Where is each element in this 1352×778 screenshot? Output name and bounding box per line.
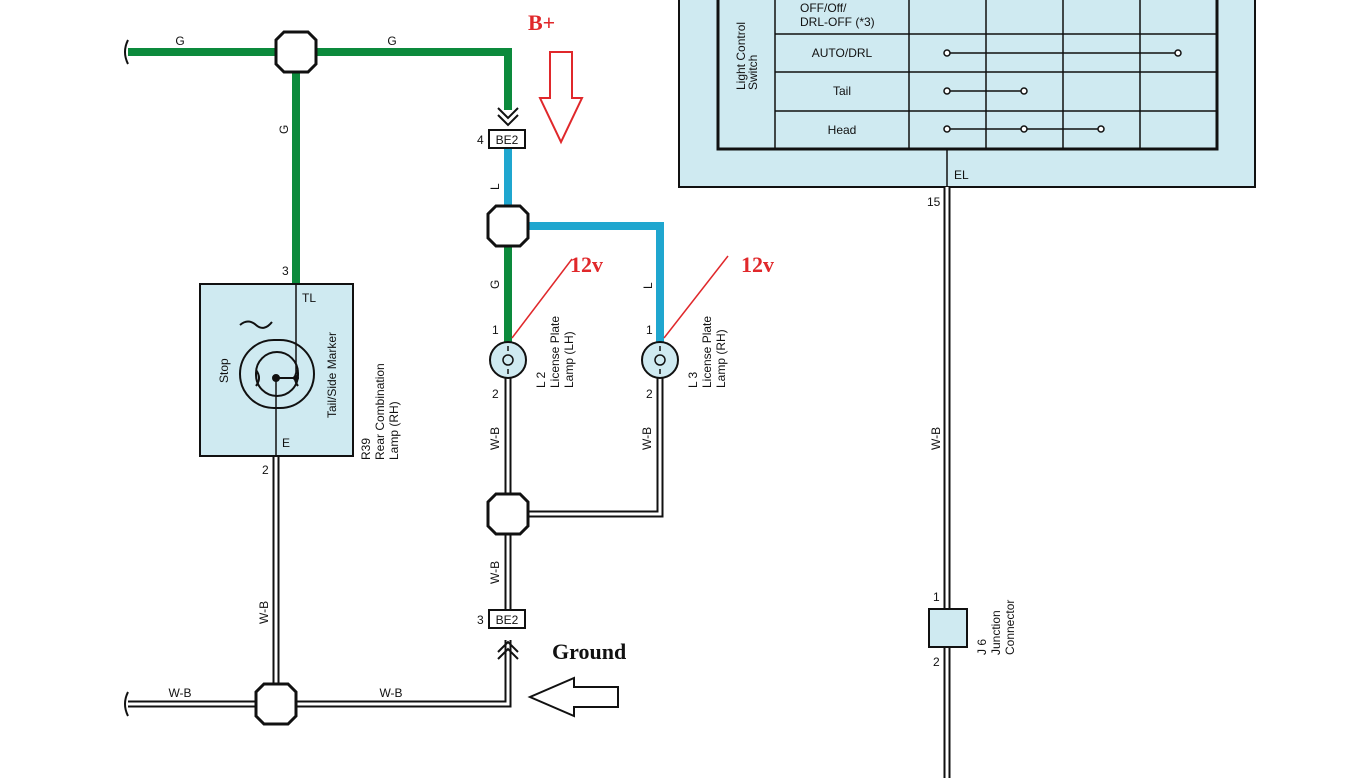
wire-label-wb-rh: W-B (640, 427, 654, 450)
pin-switch-el: 15 (927, 195, 941, 209)
pin-lh-bottom: 2 (492, 387, 499, 401)
switch-row-auto: AUTO/DRL (812, 46, 873, 60)
wire-label-g-vertical: G (277, 125, 291, 134)
light-control-switch-module: Light Control Switch OFF/Off/ DRL-OFF (*… (678, 0, 1256, 188)
lh-code: L 2 (534, 371, 548, 388)
license-plate-lamp-rh: 1 2 L 3 License Plate Lamp (RH) (641, 316, 728, 401)
annotation-12v-rh: 12v (741, 252, 774, 277)
wire-label-l-branch: L (641, 282, 655, 289)
lh-name-line1: License Plate (548, 316, 562, 388)
wire-label-wb-lower: W-B (488, 561, 502, 584)
connector-be2-bottom: BE2 3 (477, 609, 526, 629)
be2-bottom-pin: 3 (477, 613, 484, 627)
license-plate-lamp-lh: 1 2 L 2 License Plate Lamp (LH) (489, 316, 576, 401)
b-plus-arrow-icon (538, 51, 584, 145)
pin-rear-tl: 3 (282, 264, 289, 278)
rear-combination-lamp: TL E Stop Tail/Side Marker 3 2 R39 Rear … (199, 264, 401, 477)
wire-label-wb-right: W-B (929, 427, 943, 450)
be2-top-pin: 4 (477, 133, 484, 147)
rh-code: L 3 (686, 371, 700, 388)
pin-j6-bottom: 2 (933, 655, 940, 669)
wire-label-el: EL (954, 168, 969, 182)
rear-lamp-name-line2: Lamp (RH) (387, 401, 401, 460)
rear-lamp-stop: Stop (217, 358, 231, 383)
pin-lh-top: 1 (492, 323, 499, 337)
be2-top-name: BE2 (496, 133, 519, 147)
rh-name-line2: Lamp (RH) (714, 329, 728, 388)
annotation-b-plus: B+ (528, 10, 555, 35)
splice-top-left (274, 30, 318, 74)
splice-blue (486, 204, 530, 248)
wire-label-l-upper: L (488, 183, 502, 190)
wire-label-g-top-right: G (387, 34, 396, 48)
pin-rh-bottom: 2 (646, 387, 653, 401)
pin-rh-top: 1 (646, 323, 653, 337)
annotations: B+ 12v 12v Ground (511, 10, 774, 718)
rear-lamp-tl: TL (302, 291, 316, 305)
junction-connector-j6 (928, 608, 968, 648)
rear-lamp-code: R39 (359, 438, 373, 460)
ground-arrow-icon (527, 676, 619, 718)
splice-bottom-left (254, 682, 298, 726)
pin-rear-e: 2 (262, 463, 269, 477)
bulb-icon (239, 320, 315, 409)
lh-name-line2: Lamp (LH) (562, 331, 576, 388)
annotation-ground: Ground (552, 639, 626, 664)
rear-lamp-name-line1: Rear Combination (373, 363, 387, 460)
splice-wb-middle (486, 492, 530, 536)
rh-name-line1: License Plate (700, 316, 714, 388)
wire-label-wb-bottom-left: W-B (168, 686, 191, 700)
rear-lamp-e: E (282, 436, 290, 450)
annotation-12v-lh: 12v (570, 252, 603, 277)
switch-contacts (943, 49, 1182, 133)
right-ground-wire: 15 W-B 1 2 J 6 Junction Connector (927, 187, 1017, 778)
pin-j6-top: 1 (933, 590, 940, 604)
switch-title-line1: Light Control (734, 22, 748, 90)
be2-bottom-name: BE2 (496, 613, 519, 627)
switch-row-tail: Tail (833, 84, 851, 98)
wire-label-g-top-left: G (175, 34, 184, 48)
j6-name-line1: Junction (989, 610, 1003, 655)
wire-label-g-lower: G (488, 280, 502, 289)
switch-row-off-line1: OFF/Off/ (800, 1, 847, 15)
wire-label-wb-bottom-mid: W-B (379, 686, 402, 700)
switch-row-off-line2: DRL-OFF (*3) (800, 15, 875, 29)
connector-be2-top: BE2 4 (477, 129, 526, 149)
j6-code: J 6 (975, 639, 989, 655)
wire-label-wb-lh: W-B (488, 427, 502, 450)
switch-title-line2: Switch (746, 55, 760, 90)
j6-name-line2: Connector (1003, 600, 1017, 655)
rear-lamp-tail: Tail/Side Marker (325, 332, 339, 418)
switch-row-head: Head (828, 123, 857, 137)
wire-label-wb-left: W-B (257, 601, 271, 624)
